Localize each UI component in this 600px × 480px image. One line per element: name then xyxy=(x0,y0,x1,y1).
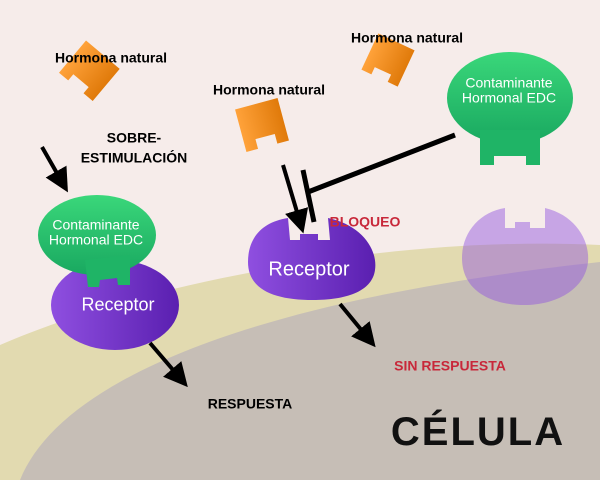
arrow-response xyxy=(148,341,188,388)
block-line xyxy=(307,132,456,195)
cell-label: CÉLULA xyxy=(390,410,566,454)
arrow-no-response xyxy=(338,302,376,348)
arrow-hormone-to-receptor xyxy=(281,164,309,234)
response-label: RESPUESTA xyxy=(207,395,293,412)
hormone-label-3: Hormona natural xyxy=(351,29,464,46)
cell-interior xyxy=(20,262,600,480)
block-bar xyxy=(300,169,317,223)
overstimulation-label: SOBRE- ESTIMULACIÓN xyxy=(80,129,188,165)
receptor-shape-inactive xyxy=(462,208,589,305)
block-label: BLOQUEO xyxy=(329,213,401,230)
edc-shape-top xyxy=(447,52,573,165)
receptor-shape-middle xyxy=(248,218,376,300)
edc-shape-left xyxy=(38,195,156,287)
edc-label-top: Contaminante Hormonal EDC xyxy=(461,74,557,105)
hormone-label-2: Hormona natural xyxy=(213,81,326,98)
hormone-shape-3 xyxy=(361,33,415,87)
receptor-shape-left xyxy=(51,260,179,350)
receptor-label-left: Receptor xyxy=(81,294,155,315)
arrow-overstimulation xyxy=(40,146,68,193)
hormone-label-1: Hormona natural xyxy=(55,49,168,66)
edc-label-left: Contaminante Hormonal EDC xyxy=(48,216,144,247)
receptor-label-middle: Receptor xyxy=(268,258,350,281)
no-response-label: SIN RESPUESTA xyxy=(394,357,506,374)
hormone-shape-1 xyxy=(59,40,120,101)
hormone-shape-2 xyxy=(235,98,289,152)
